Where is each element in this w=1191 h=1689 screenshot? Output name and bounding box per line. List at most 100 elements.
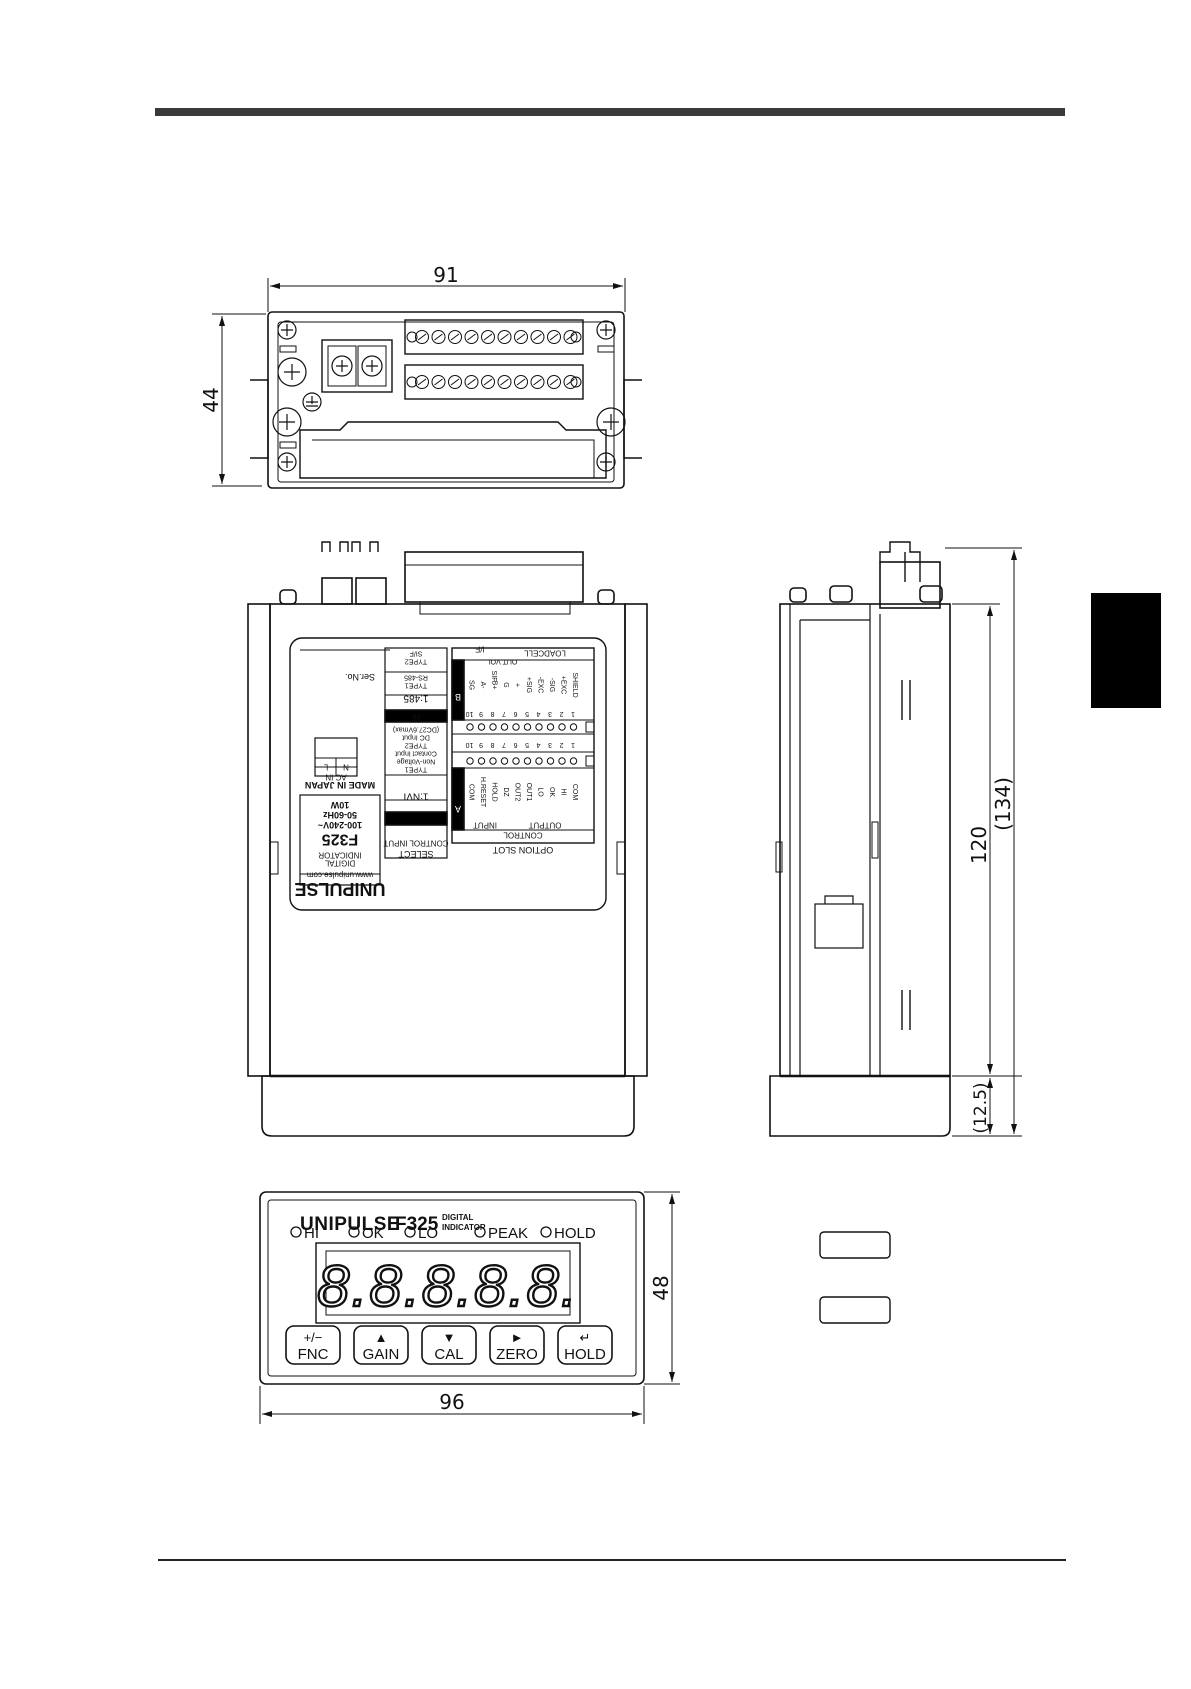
a-terminal-label: COM <box>468 784 475 801</box>
front-keys: +/−FNC▲GAIN▼CAL►ZERO↵HOLD <box>285 1325 613 1365</box>
key-fnc-button[interactable] <box>285 1325 341 1365</box>
terminal-screw-icon <box>497 330 512 344</box>
pin-number-b: 9 <box>479 710 483 717</box>
dim-120-label: 120 <box>967 826 991 864</box>
rear-model-line1: DIGITAL <box>324 859 355 868</box>
rear-type1-a-desc1: Non-Voltage <box>397 757 436 764</box>
terminal-hole <box>546 723 555 731</box>
key-zero-button[interactable] <box>489 1325 545 1365</box>
terminal-screw-icon <box>497 375 512 389</box>
terminal-screw-icon <box>448 375 462 389</box>
screw-slot <box>533 378 542 386</box>
terminal-hole <box>512 723 520 731</box>
rear-type2-b-desc: SI/F <box>410 649 423 656</box>
rear-type1-b-desc: RS-485 <box>404 673 428 680</box>
status-lamp-icon <box>290 1226 302 1238</box>
terminal-end-screw-icon <box>406 376 418 388</box>
terminal-hole <box>558 757 566 765</box>
front-view <box>259 1191 891 1424</box>
terminal-hole <box>569 723 578 731</box>
status-lamp-icon <box>348 1226 360 1238</box>
terminal-hole <box>500 757 509 765</box>
status-lamp-icon <box>404 1226 416 1238</box>
terminal-hole <box>477 757 486 765</box>
pin-number-b: 3 <box>548 710 552 717</box>
rear-block-b: B <box>455 692 461 702</box>
key-symbol-gain: ▲ <box>375 1330 388 1345</box>
terminal-dot-rows <box>466 721 595 767</box>
front-model-sub2: INDICATOR <box>442 1223 486 1232</box>
rear-view-body <box>247 541 648 1137</box>
screw-slot <box>417 378 427 386</box>
cover-plate-1 <box>819 1231 891 1259</box>
key-cal-button[interactable] <box>421 1325 477 1365</box>
terminal-screw-icon <box>415 330 429 344</box>
terminal-hole <box>535 757 543 765</box>
a-terminal-label: H.RESET <box>479 777 486 808</box>
rear-type2-a: TYPE2 <box>405 741 427 748</box>
key-symbol-hold: ↵ <box>580 1330 591 1345</box>
rear-if: I/F <box>411 713 420 722</box>
terminal-screw-icon <box>563 330 578 344</box>
terminal-end-screw-icon <box>406 331 418 343</box>
front-brand: UNIPULSE <box>300 1214 400 1235</box>
dim-134-label: (134) <box>991 777 1015 831</box>
lamp-label-ok: OK <box>362 1225 384 1242</box>
rear-select: SELECT <box>398 849 434 859</box>
terminal-end-screw-icon <box>570 331 582 343</box>
terminal-end <box>585 721 595 733</box>
key-gain-button[interactable] <box>353 1325 409 1365</box>
screw-slot <box>434 333 443 341</box>
rear-brand: UNIPULSE <box>294 879 385 899</box>
screw-slot <box>500 378 509 386</box>
screw-slot <box>516 333 526 341</box>
a-terminal-label: DZ <box>502 787 509 797</box>
terminal-screws-row-b <box>406 375 582 389</box>
rear-type1-a: TYPE1 <box>405 765 427 772</box>
dim-48-label: 48 <box>649 1275 673 1300</box>
dim-91-label: 91 <box>433 263 458 287</box>
screw-slot <box>483 378 493 386</box>
header-rule <box>155 108 1065 116</box>
lamp-label-hi: HI <box>304 1225 319 1242</box>
terminal-screw-icon <box>530 375 545 389</box>
status-lamp-icon <box>540 1226 552 1238</box>
lamp-label-peak: PEAK <box>488 1225 528 1242</box>
terminal-screw-icon <box>547 330 561 344</box>
pin-number-b: 5 <box>525 710 529 717</box>
terminal-hole <box>546 757 555 765</box>
terminal-screw-icon <box>563 375 578 389</box>
key-label-fnc: FNC <box>298 1346 329 1363</box>
rear-type2-a-desc1: DC Input <box>402 733 430 740</box>
terminal-hole <box>558 723 566 731</box>
rear-type2-a-desc2: (DC27.6Vmax) <box>393 725 439 732</box>
rear-web: www.unipulse.com <box>307 871 375 880</box>
a-terminal-label: HI <box>560 789 567 796</box>
rear-block-a: A <box>455 804 461 814</box>
dim-44-label: 44 <box>199 387 223 412</box>
rear-label-text: UNIPULSEwww.unipulse.comDIGITALINDICATOR… <box>294 645 578 899</box>
terminal-screws-row-a <box>406 330 582 344</box>
rear-input-header: INPUT <box>473 821 497 830</box>
screw-slot <box>467 333 476 341</box>
terminal-screw-icon <box>431 330 446 344</box>
screw-slot <box>450 378 460 386</box>
rear-option-slot: OPTION SLOT <box>492 845 553 855</box>
screw-slot <box>467 378 476 386</box>
a-terminal-label: LO <box>537 787 544 797</box>
terminal-end <box>585 755 595 767</box>
dim-12-5-label: (12.5) <box>971 1082 991 1133</box>
terminal-screw-icon <box>415 375 429 389</box>
pin-number-a: 9 <box>479 741 483 748</box>
pin-number-b: 10 <box>466 710 474 717</box>
screw-slot <box>450 333 460 341</box>
pin-number-b: 8 <box>490 710 494 717</box>
pin-number-b: 4 <box>536 710 540 717</box>
rear-output-header: OUTPUT <box>528 821 561 830</box>
key-symbol-fnc: +/− <box>304 1330 323 1345</box>
key-hold-button[interactable] <box>557 1325 613 1365</box>
screw-slot <box>483 333 493 341</box>
rear-sif: SIF <box>490 671 497 682</box>
a-terminal-label: OK <box>548 787 555 797</box>
